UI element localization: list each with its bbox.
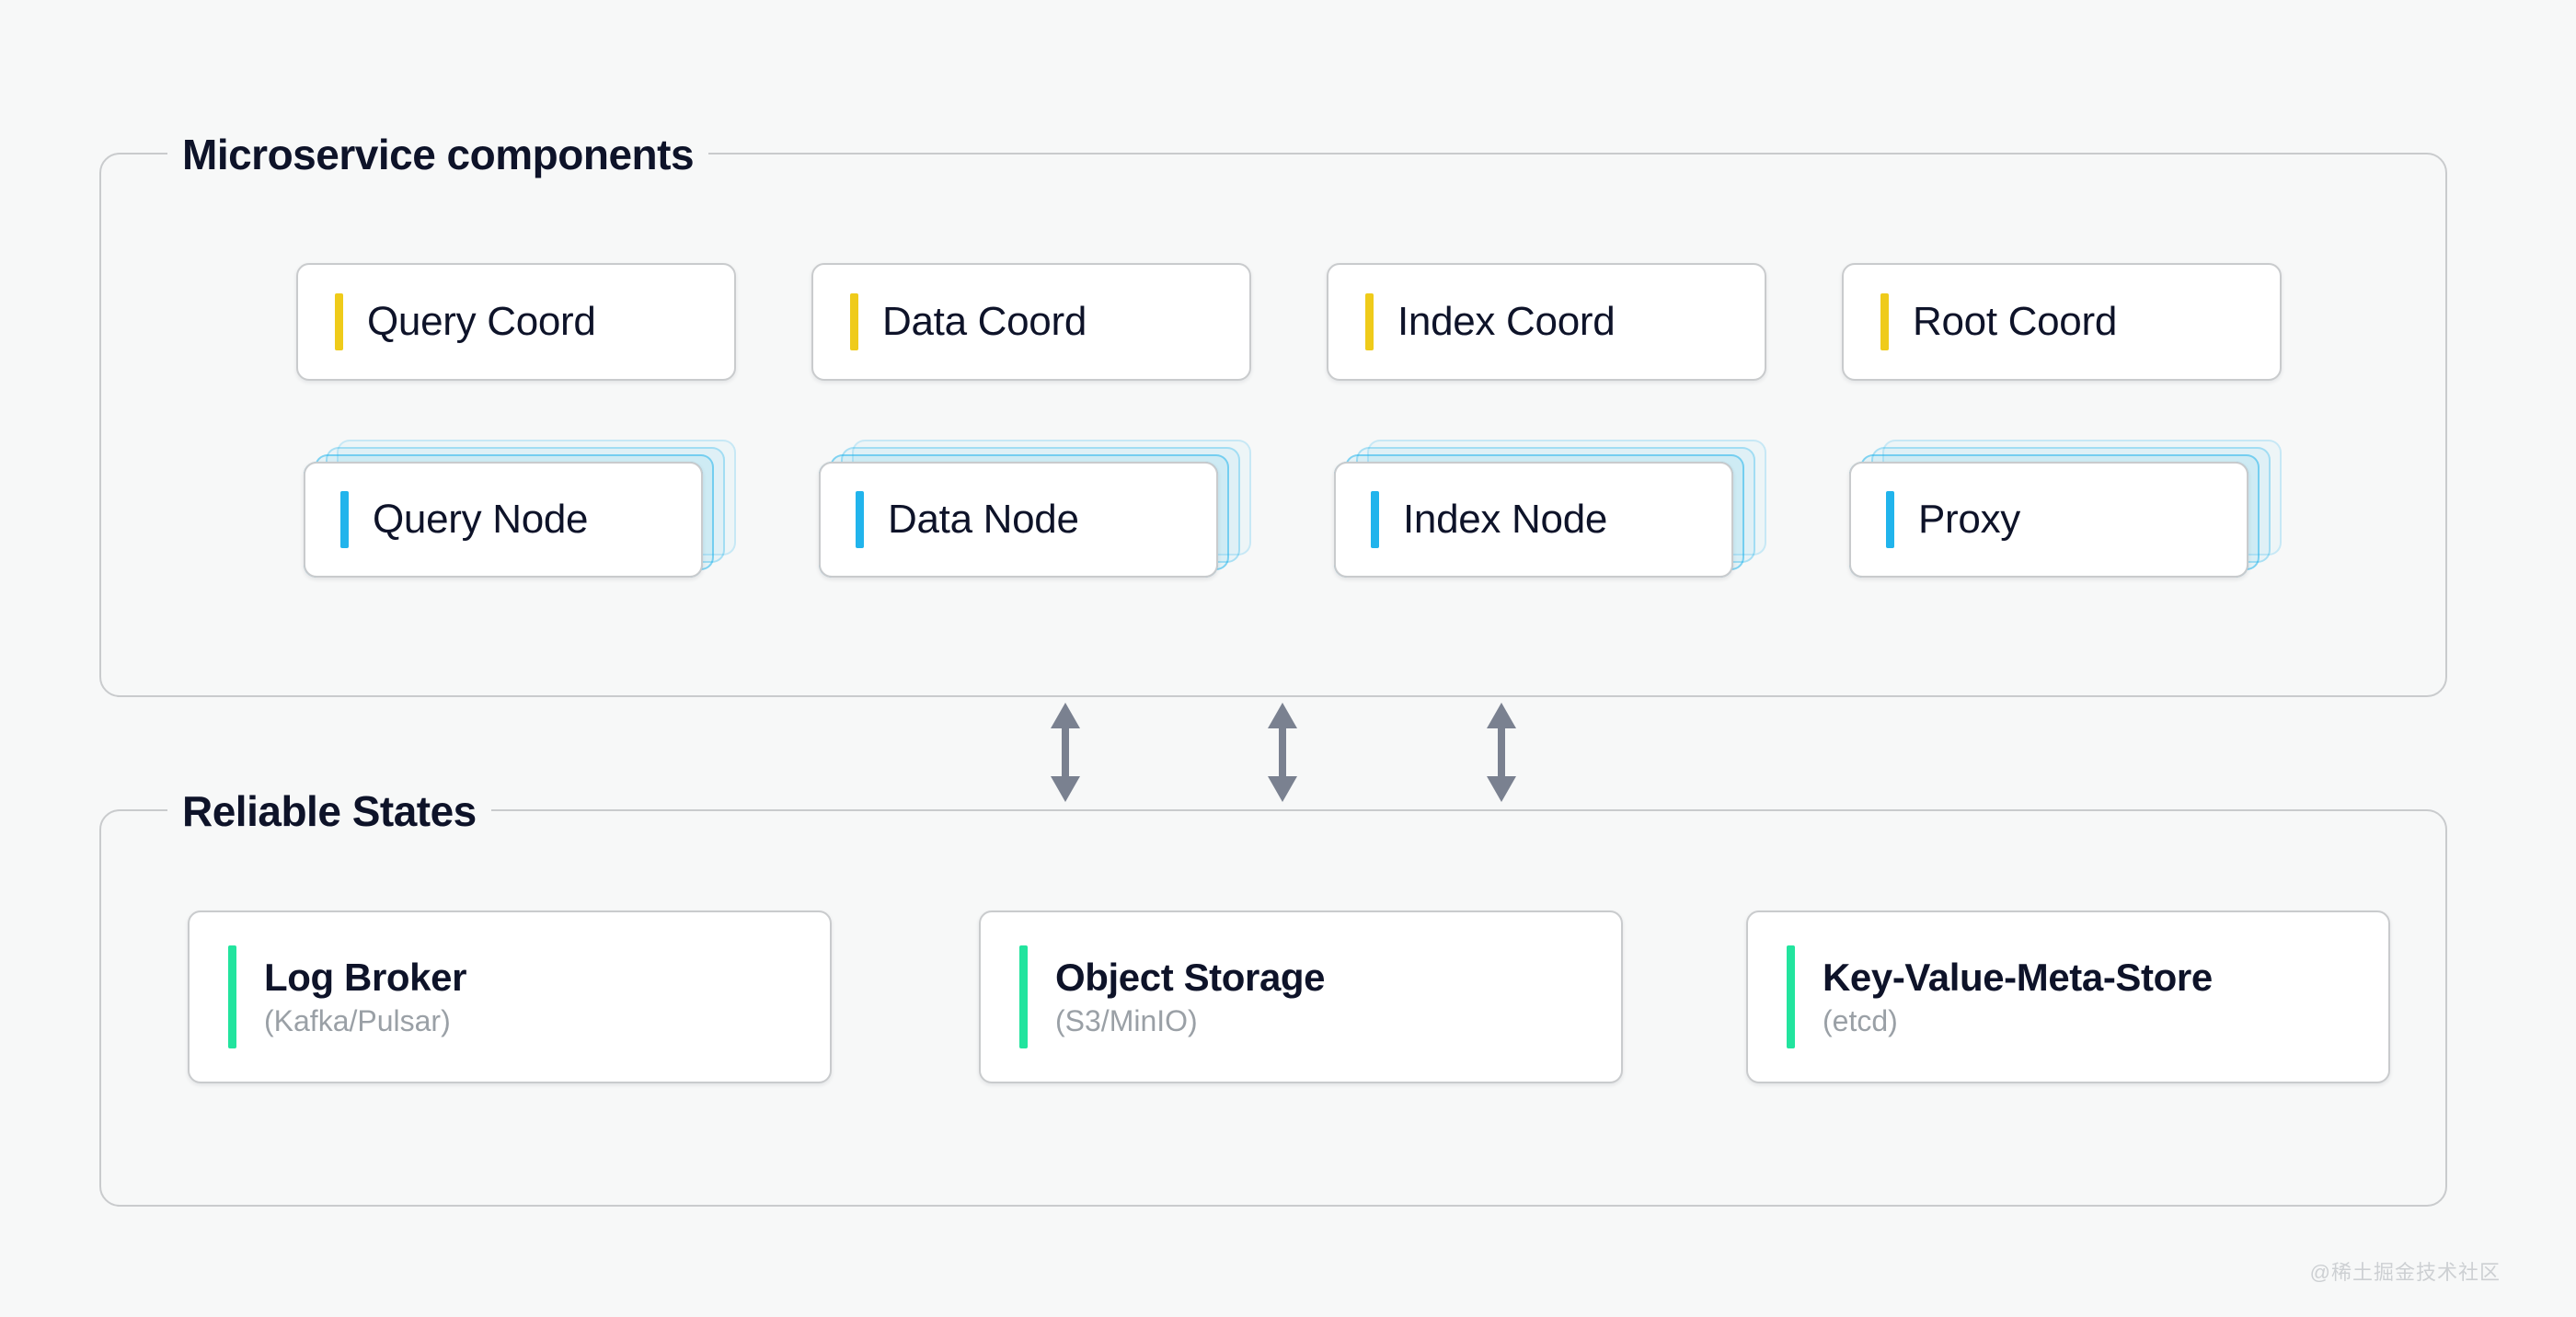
accent-bar-yellow-icon — [335, 293, 343, 350]
connector-arrow-1 — [1043, 701, 1087, 804]
card-data-coord[interactable]: Data Coord — [811, 263, 1251, 381]
card-subtitle: (S3/MinIO) — [1055, 1003, 1198, 1037]
card-key-value-meta-store[interactable]: Key-Value-Meta-Store (etcd) — [1746, 910, 2390, 1083]
card-title: Log Broker — [264, 956, 467, 1000]
card-subtitle: (Kafka/Pulsar) — [264, 1003, 451, 1037]
card-text-group: Log Broker (Kafka/Pulsar) — [264, 956, 467, 1037]
stack-index-node[interactable]: Index Node — [1334, 440, 1766, 578]
card-query-coord[interactable]: Query Coord — [296, 263, 736, 381]
accent-bar-yellow-icon — [1880, 293, 1889, 350]
card-index-coord[interactable]: Index Coord — [1327, 263, 1766, 381]
card-query-node[interactable]: Query Node — [304, 462, 703, 578]
accent-bar-yellow-icon — [1365, 293, 1374, 350]
section-title-microservice: Microservice components — [167, 129, 709, 180]
accent-bar-green-icon — [228, 945, 236, 1048]
card-title: Object Storage — [1055, 956, 1326, 1000]
card-label: Index Node — [1403, 497, 1608, 542]
stack-proxy[interactable]: Proxy — [1849, 440, 2282, 578]
section-microservice-components: Microservice components — [99, 129, 2447, 697]
card-subtitle: (etcd) — [1823, 1003, 1898, 1037]
card-label: Data Coord — [882, 299, 1087, 344]
connector-arrow-3 — [1479, 701, 1524, 804]
card-data-node[interactable]: Data Node — [819, 462, 1218, 578]
card-label: Query Node — [373, 497, 589, 542]
card-root-coord[interactable]: Root Coord — [1842, 263, 2282, 381]
watermark: @稀土掘金技术社区 — [2309, 1261, 2501, 1284]
accent-bar-green-icon — [1019, 945, 1028, 1048]
accent-bar-blue-icon — [340, 491, 349, 548]
section-title-reliable-states: Reliable States — [167, 785, 491, 837]
card-log-broker[interactable]: Log Broker (Kafka/Pulsar) — [188, 910, 832, 1083]
card-text-group: Object Storage (S3/MinIO) — [1055, 956, 1326, 1037]
card-object-storage[interactable]: Object Storage (S3/MinIO) — [979, 910, 1623, 1083]
card-proxy[interactable]: Proxy — [1849, 462, 2248, 578]
connector-arrow-2 — [1260, 701, 1305, 804]
card-label: Data Node — [888, 497, 1079, 542]
accent-bar-yellow-icon — [850, 293, 858, 350]
accent-bar-blue-icon — [1886, 491, 1894, 548]
card-label: Root Coord — [1913, 299, 2118, 344]
accent-bar-green-icon — [1787, 945, 1795, 1048]
card-index-node[interactable]: Index Node — [1334, 462, 1733, 578]
card-label: Query Coord — [367, 299, 596, 344]
accent-bar-blue-icon — [1371, 491, 1379, 548]
stack-query-node[interactable]: Query Node — [304, 440, 736, 578]
section-reliable-states: Reliable States — [99, 785, 2447, 1207]
card-text-group: Key-Value-Meta-Store (etcd) — [1823, 956, 2213, 1037]
stack-data-node[interactable]: Data Node — [819, 440, 1251, 578]
accent-bar-blue-icon — [856, 491, 864, 548]
card-label: Proxy — [1918, 497, 2020, 542]
card-title: Key-Value-Meta-Store — [1823, 956, 2213, 1000]
card-label: Index Coord — [1397, 299, 1616, 344]
